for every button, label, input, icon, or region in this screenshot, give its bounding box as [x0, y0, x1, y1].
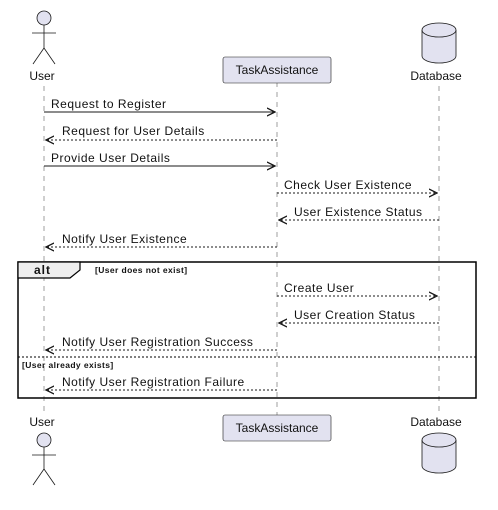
- alt-keyword: alt: [34, 263, 51, 277]
- alt-guard-1: [User does not exist]: [95, 265, 187, 275]
- participant-database-bottom: Database: [410, 415, 462, 429]
- message-6-label: Notify User Existence: [62, 232, 187, 246]
- message-7-label: Create User: [284, 281, 354, 295]
- message-3-label: Provide User Details: [51, 151, 170, 165]
- user-actor-icon: [32, 10, 56, 65]
- message-5-label: User Existence Status: [294, 205, 423, 219]
- database-bottom-icon: [421, 432, 457, 474]
- database-icon: [421, 22, 457, 64]
- message-9-label: Notify User Registration Success: [62, 335, 253, 349]
- participant-user-top: User: [29, 69, 54, 83]
- participant-taskassistance-bottom: TaskAssistance: [236, 421, 319, 435]
- user-actor-bottom-icon: [32, 432, 56, 486]
- participant-taskassistance-top: TaskAssistance: [236, 63, 319, 77]
- alt-fragment-tab: [17, 261, 81, 279]
- participant-taskassistance-top-box: [222, 56, 332, 84]
- participant-taskassistance-bottom-box: [222, 414, 332, 442]
- alt-fragment-frame: [17, 261, 477, 399]
- message-4-label: Check User Existence: [284, 178, 412, 192]
- message-8-label: User Creation Status: [294, 308, 415, 322]
- message-2-label: Request for User Details: [62, 124, 205, 138]
- message-1-label: Request to Register: [51, 97, 167, 111]
- message-10-label: Notify User Registration Failure: [62, 375, 245, 389]
- alt-guard-2: [User already exists]: [22, 360, 114, 370]
- participant-user-bottom: User: [29, 415, 54, 429]
- participant-database-top: Database: [410, 69, 462, 83]
